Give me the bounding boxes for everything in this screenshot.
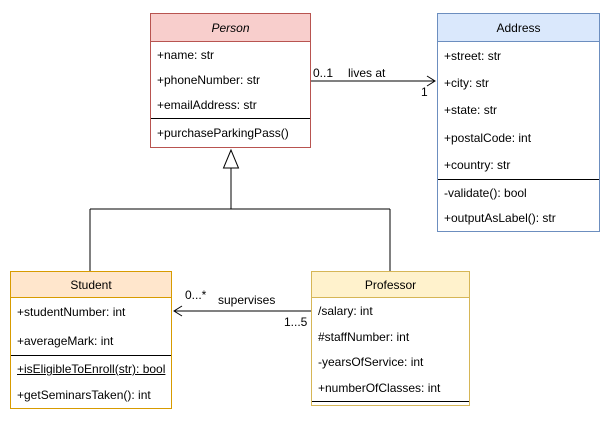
professor-methods-compartment (312, 401, 469, 405)
class-title-address: Address (438, 14, 599, 42)
class-title-person: Person (151, 14, 310, 42)
attribute-row: +postalCode: int (444, 130, 532, 145)
static-method-row: +isEligibleToEnroll(str): bool (17, 362, 166, 376)
address-methods-compartment: -validate(): bool +outputAsLabel(): str (438, 179, 599, 231)
attribute-row: +studentNumber: int (17, 305, 126, 320)
attribute-row: +phoneNumber: str (157, 72, 261, 87)
address-attributes-compartment: +street: str +city: str +state: str +pos… (438, 42, 599, 179)
attribute-row: +name: str (157, 47, 215, 62)
supervises-professor-multiplicity: 1...5 (284, 315, 308, 329)
professor-attributes-compartment: /salary: int #staffNumber: int -yearsOfS… (312, 298, 469, 401)
student-attributes-compartment: +studentNumber: int +averageMark: int (11, 298, 171, 355)
hollow-triangle-arrowhead-icon (222, 148, 240, 169)
class-box-person: Person +name: str +phoneNumber: str +ema… (150, 13, 311, 148)
lives-at-label: lives at (348, 66, 386, 80)
method-row: +purchaseParkingPass() (157, 126, 289, 140)
method-row: -validate(): bool (444, 185, 527, 200)
class-title-professor: Professor (312, 272, 469, 298)
student-methods-compartment: +isEligibleToEnroll(str): bool +getSemin… (11, 355, 171, 408)
attribute-row: +city: str (444, 76, 490, 91)
attribute-row: +state: str (444, 103, 498, 118)
attribute-row: #staffNumber: int (318, 329, 410, 344)
lives-at-target-multiplicity: 1 (421, 85, 428, 99)
person-attributes-compartment: +name: str +phoneNumber: str +emailAddre… (151, 42, 310, 118)
class-box-professor: Professor /salary: int #staffNumber: int… (311, 271, 470, 406)
method-row: +getSeminarsTaken(): int (17, 388, 151, 402)
class-box-address: Address +street: str +city: str +state: … (437, 13, 600, 232)
person-methods-compartment: +purchaseParkingPass() (151, 118, 310, 147)
attribute-row: +numberOfClasses: int (318, 381, 441, 396)
attribute-row: +street: str (444, 48, 502, 63)
attribute-row: /salary: int (318, 303, 373, 318)
open-arrowhead-icon (173, 305, 183, 317)
attribute-row: -yearsOfService: int (318, 355, 424, 370)
class-title-student: Student (11, 272, 171, 298)
supervises-student-multiplicity: 0...* (185, 288, 207, 302)
attribute-row: +emailAddress: str (157, 98, 257, 113)
lives-at-source-multiplicity: 0..1 (313, 66, 334, 80)
method-row: +outputAsLabel(): str (444, 211, 556, 226)
attribute-row: +averageMark: int (17, 333, 114, 348)
open-arrowhead-icon (426, 75, 436, 87)
class-box-student: Student +studentNumber: int +averageMark… (10, 271, 172, 409)
attribute-row: +country: str (444, 158, 511, 173)
supervises-label: supervises (218, 293, 276, 307)
